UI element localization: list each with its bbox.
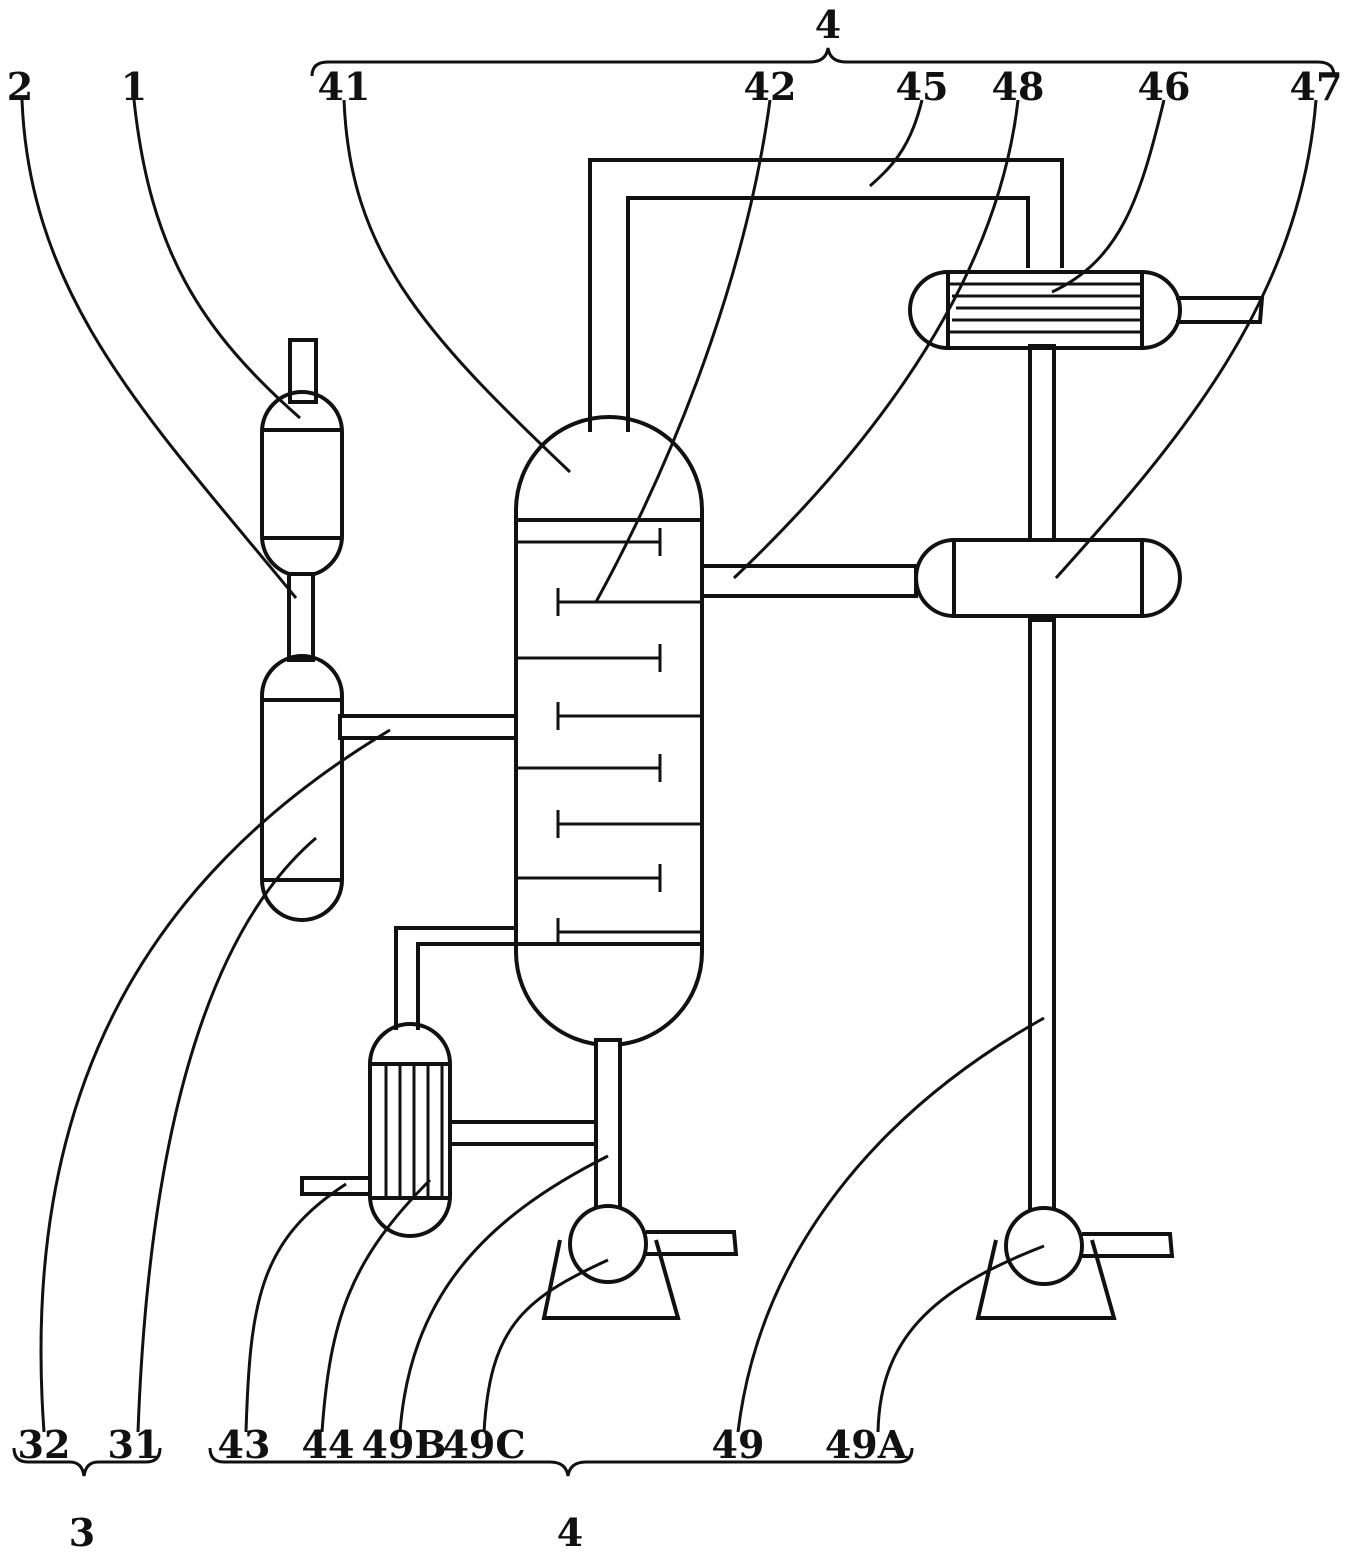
brace-3 bbox=[12, 1447, 162, 1477]
label-49B: 49B bbox=[362, 1422, 447, 1467]
distillation-column-41 bbox=[514, 415, 704, 1047]
column-trays-42 bbox=[516, 528, 702, 946]
label-43: 43 bbox=[218, 1422, 271, 1467]
label-1: 1 bbox=[121, 64, 147, 109]
leader-lines bbox=[20, 99, 1318, 1433]
label-46: 46 bbox=[1138, 64, 1191, 109]
label-bottom-group: 4 bbox=[557, 1510, 583, 1555]
connecting-pipe-2 bbox=[287, 572, 315, 662]
label-top-group: 4 bbox=[815, 2, 841, 47]
label-49: 49 bbox=[712, 1422, 765, 1467]
condenser-46 bbox=[908, 270, 1265, 542]
label-group-3: 3 bbox=[69, 1510, 95, 1555]
label-42: 42 bbox=[744, 64, 797, 109]
label-32: 32 bbox=[18, 1422, 71, 1467]
labels: 4 41 42 45 48 46 47 2 1 32 31 3 43 44 49… bbox=[7, 2, 1343, 1555]
bottoms-pipe-49B bbox=[594, 1038, 622, 1214]
label-47: 47 bbox=[1290, 64, 1343, 109]
vessel-1 bbox=[260, 338, 344, 578]
label-49A: 49A bbox=[825, 1422, 908, 1467]
feed-pipe-32 bbox=[338, 714, 518, 740]
reflux-line-49 bbox=[1028, 618, 1056, 1214]
side-draw-pipe-48 bbox=[700, 564, 918, 598]
label-44: 44 bbox=[302, 1422, 355, 1467]
label-48: 48 bbox=[992, 64, 1045, 109]
label-2: 2 bbox=[7, 64, 33, 109]
pump-49C bbox=[541, 1204, 739, 1320]
reflux-drum-47 bbox=[914, 538, 1182, 618]
reboiler-44 bbox=[368, 1022, 452, 1238]
reboiler-inlet-pipe bbox=[394, 926, 516, 1030]
overhead-pipe-45 bbox=[588, 158, 1064, 432]
top-brace bbox=[310, 47, 1336, 77]
brace-4-bottom bbox=[208, 1447, 914, 1477]
steam-pipe-43 bbox=[300, 1176, 372, 1196]
reboiler-return-pipe bbox=[448, 1120, 598, 1146]
label-49C: 49C bbox=[442, 1422, 525, 1467]
label-31: 31 bbox=[108, 1422, 161, 1467]
label-41: 41 bbox=[318, 64, 371, 109]
label-45: 45 bbox=[896, 64, 949, 109]
